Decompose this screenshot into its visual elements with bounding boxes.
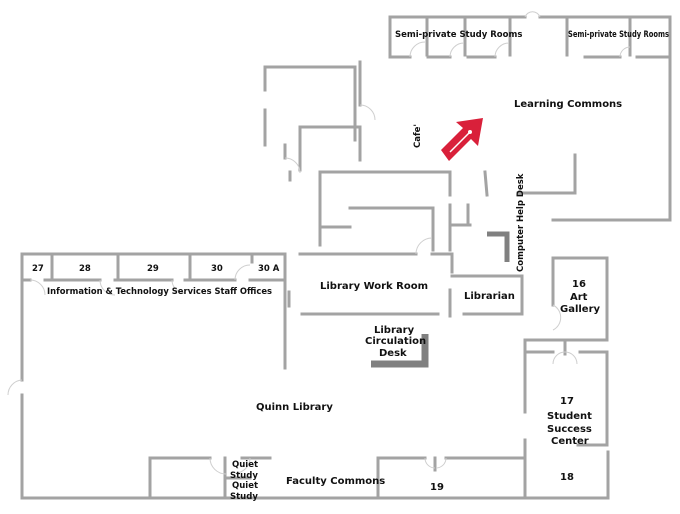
label-art-gallery-number: 16	[572, 279, 586, 290]
label-cafe: Cafe'	[413, 124, 423, 148]
label-room-18: 18	[560, 472, 574, 483]
label-computer-help-desk: Computer Help Desk	[516, 173, 526, 272]
label-art-gallery-1: Art	[570, 292, 588, 303]
label-semi-private-study-rooms-2: Semi-private Study Rooms	[568, 30, 669, 40]
you-are-here-arrow	[441, 118, 483, 161]
room-labels: Semi-private Study Rooms Semi-private St…	[32, 30, 669, 502]
label-room-30: 30	[211, 264, 223, 274]
label-faculty-commons: Faculty Commons	[286, 476, 385, 487]
label-quiet-study-2a: Quiet	[232, 481, 258, 491]
label-room-27: 27	[32, 264, 44, 274]
label-circulation-3: Desk	[379, 348, 407, 359]
label-quiet-study-2b: Study	[230, 492, 258, 502]
label-quiet-study-1b: Study	[230, 471, 258, 481]
label-ssc-1: Student	[547, 411, 592, 422]
label-quinn-library: Quinn Library	[256, 402, 333, 413]
label-its-staff-offices: Information & Technology Services Staff …	[47, 287, 272, 297]
label-art-gallery-2: Gallery	[560, 304, 601, 315]
label-room-29: 29	[147, 264, 159, 274]
label-learning-commons: Learning Commons	[514, 99, 622, 110]
label-circulation-2: Circulation	[365, 336, 426, 347]
label-circulation-1: Library	[374, 325, 415, 336]
label-ssc-number: 17	[560, 396, 574, 407]
label-room-30a: 30 A	[258, 264, 280, 274]
label-librarian: Librarian	[464, 291, 515, 302]
label-room-28: 28	[79, 264, 91, 274]
door-swings	[7, 11, 631, 475]
walls	[20, 15, 672, 500]
label-semi-private-study-rooms-1: Semi-private Study Rooms	[395, 30, 522, 40]
label-ssc-2: Success	[547, 424, 592, 435]
label-library-work-room: Library Work Room	[320, 281, 428, 292]
label-room-19: 19	[430, 482, 444, 493]
label-ssc-3: Center	[551, 436, 589, 447]
label-quiet-study-1a: Quiet	[232, 460, 258, 470]
